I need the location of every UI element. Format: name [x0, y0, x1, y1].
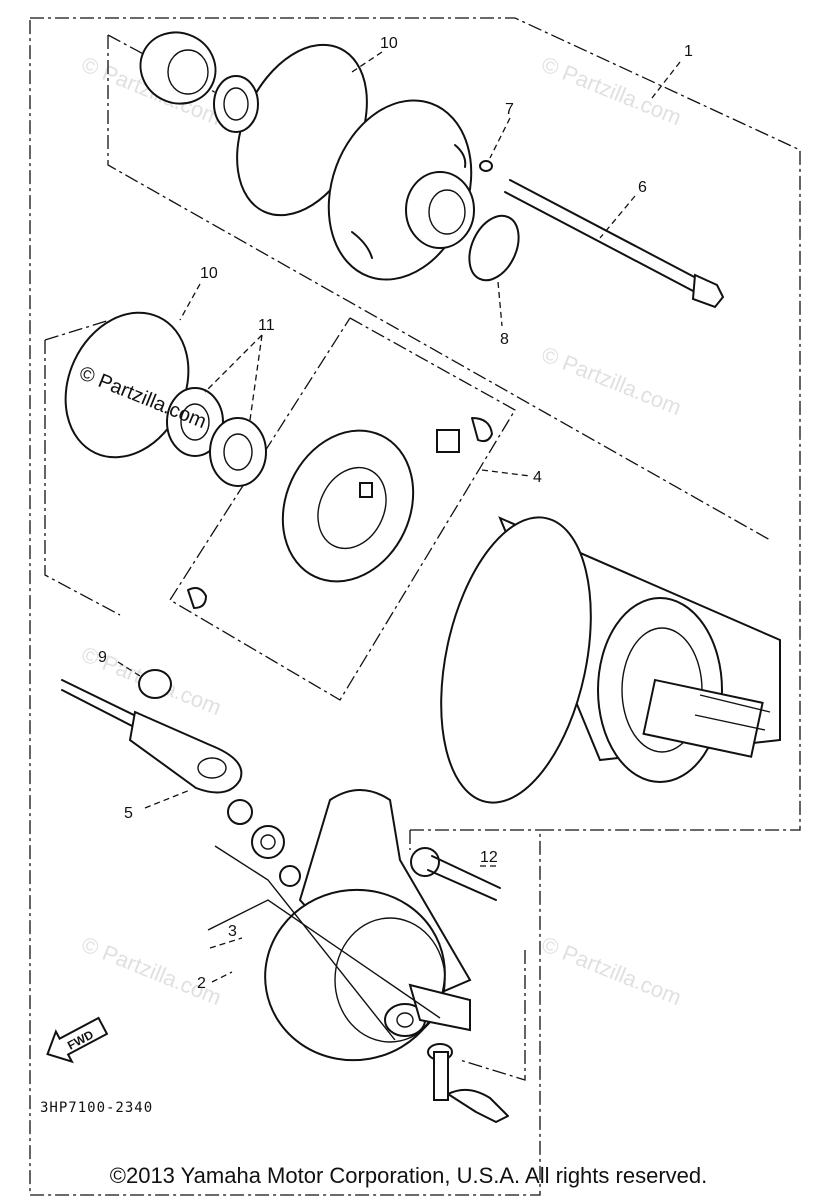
callout-8: 8	[500, 331, 509, 348]
motor-yoke	[440, 516, 781, 804]
copyright-text: ©2013 Yamaha Motor Corporation, U.S.A. A…	[109, 1163, 708, 1188]
left-group-frame	[44, 319, 121, 616]
leader-lines	[117, 51, 681, 1041]
callout-3: 3	[228, 923, 237, 940]
callout-11: 11	[258, 317, 275, 334]
assembly-frame	[29, 17, 801, 1196]
bolt-12-frame	[409, 829, 540, 1081]
o-ring-7	[479, 160, 493, 172]
lever-5	[61, 679, 243, 794]
fwd-arrow: FWD	[46, 1016, 109, 1064]
part-code: 3HP7100-2340	[40, 1100, 153, 1116]
callout-9: 9	[98, 649, 107, 666]
callout-2: 2	[197, 975, 206, 992]
callout-10-lower: 10	[200, 265, 218, 282]
callout-6: 6	[638, 179, 647, 196]
brush-plate	[187, 417, 493, 609]
washers-11	[166, 387, 267, 487]
bearing-part	[139, 31, 259, 133]
o-ring-8	[468, 214, 520, 282]
callout-12: 12	[480, 849, 498, 866]
callout-10-upper: 10	[380, 35, 398, 52]
watermark: © Partzilla.com	[538, 341, 685, 420]
bolt-12	[410, 847, 501, 901]
callout-7: 7	[505, 101, 514, 118]
callout-5: 5	[124, 805, 133, 822]
washers-2-3	[227, 799, 301, 887]
front-cover	[264, 789, 472, 1062]
nut-9	[138, 669, 172, 699]
terminal-bolt	[427, 1043, 509, 1123]
callout-1: 1	[684, 43, 693, 60]
watermark: © Partzilla.com	[538, 51, 685, 130]
watermark: © Partzilla.com	[538, 931, 685, 1010]
callout-labels: 1 10 7 6 8 10 11 4 9 5 12 3 2	[98, 35, 693, 992]
callout-4: 4	[533, 469, 542, 486]
watermark: © Partzilla.com	[78, 931, 225, 1010]
end-cover	[327, 99, 475, 281]
brush-plate-frame	[169, 317, 516, 701]
through-bolt-6	[504, 179, 725, 309]
